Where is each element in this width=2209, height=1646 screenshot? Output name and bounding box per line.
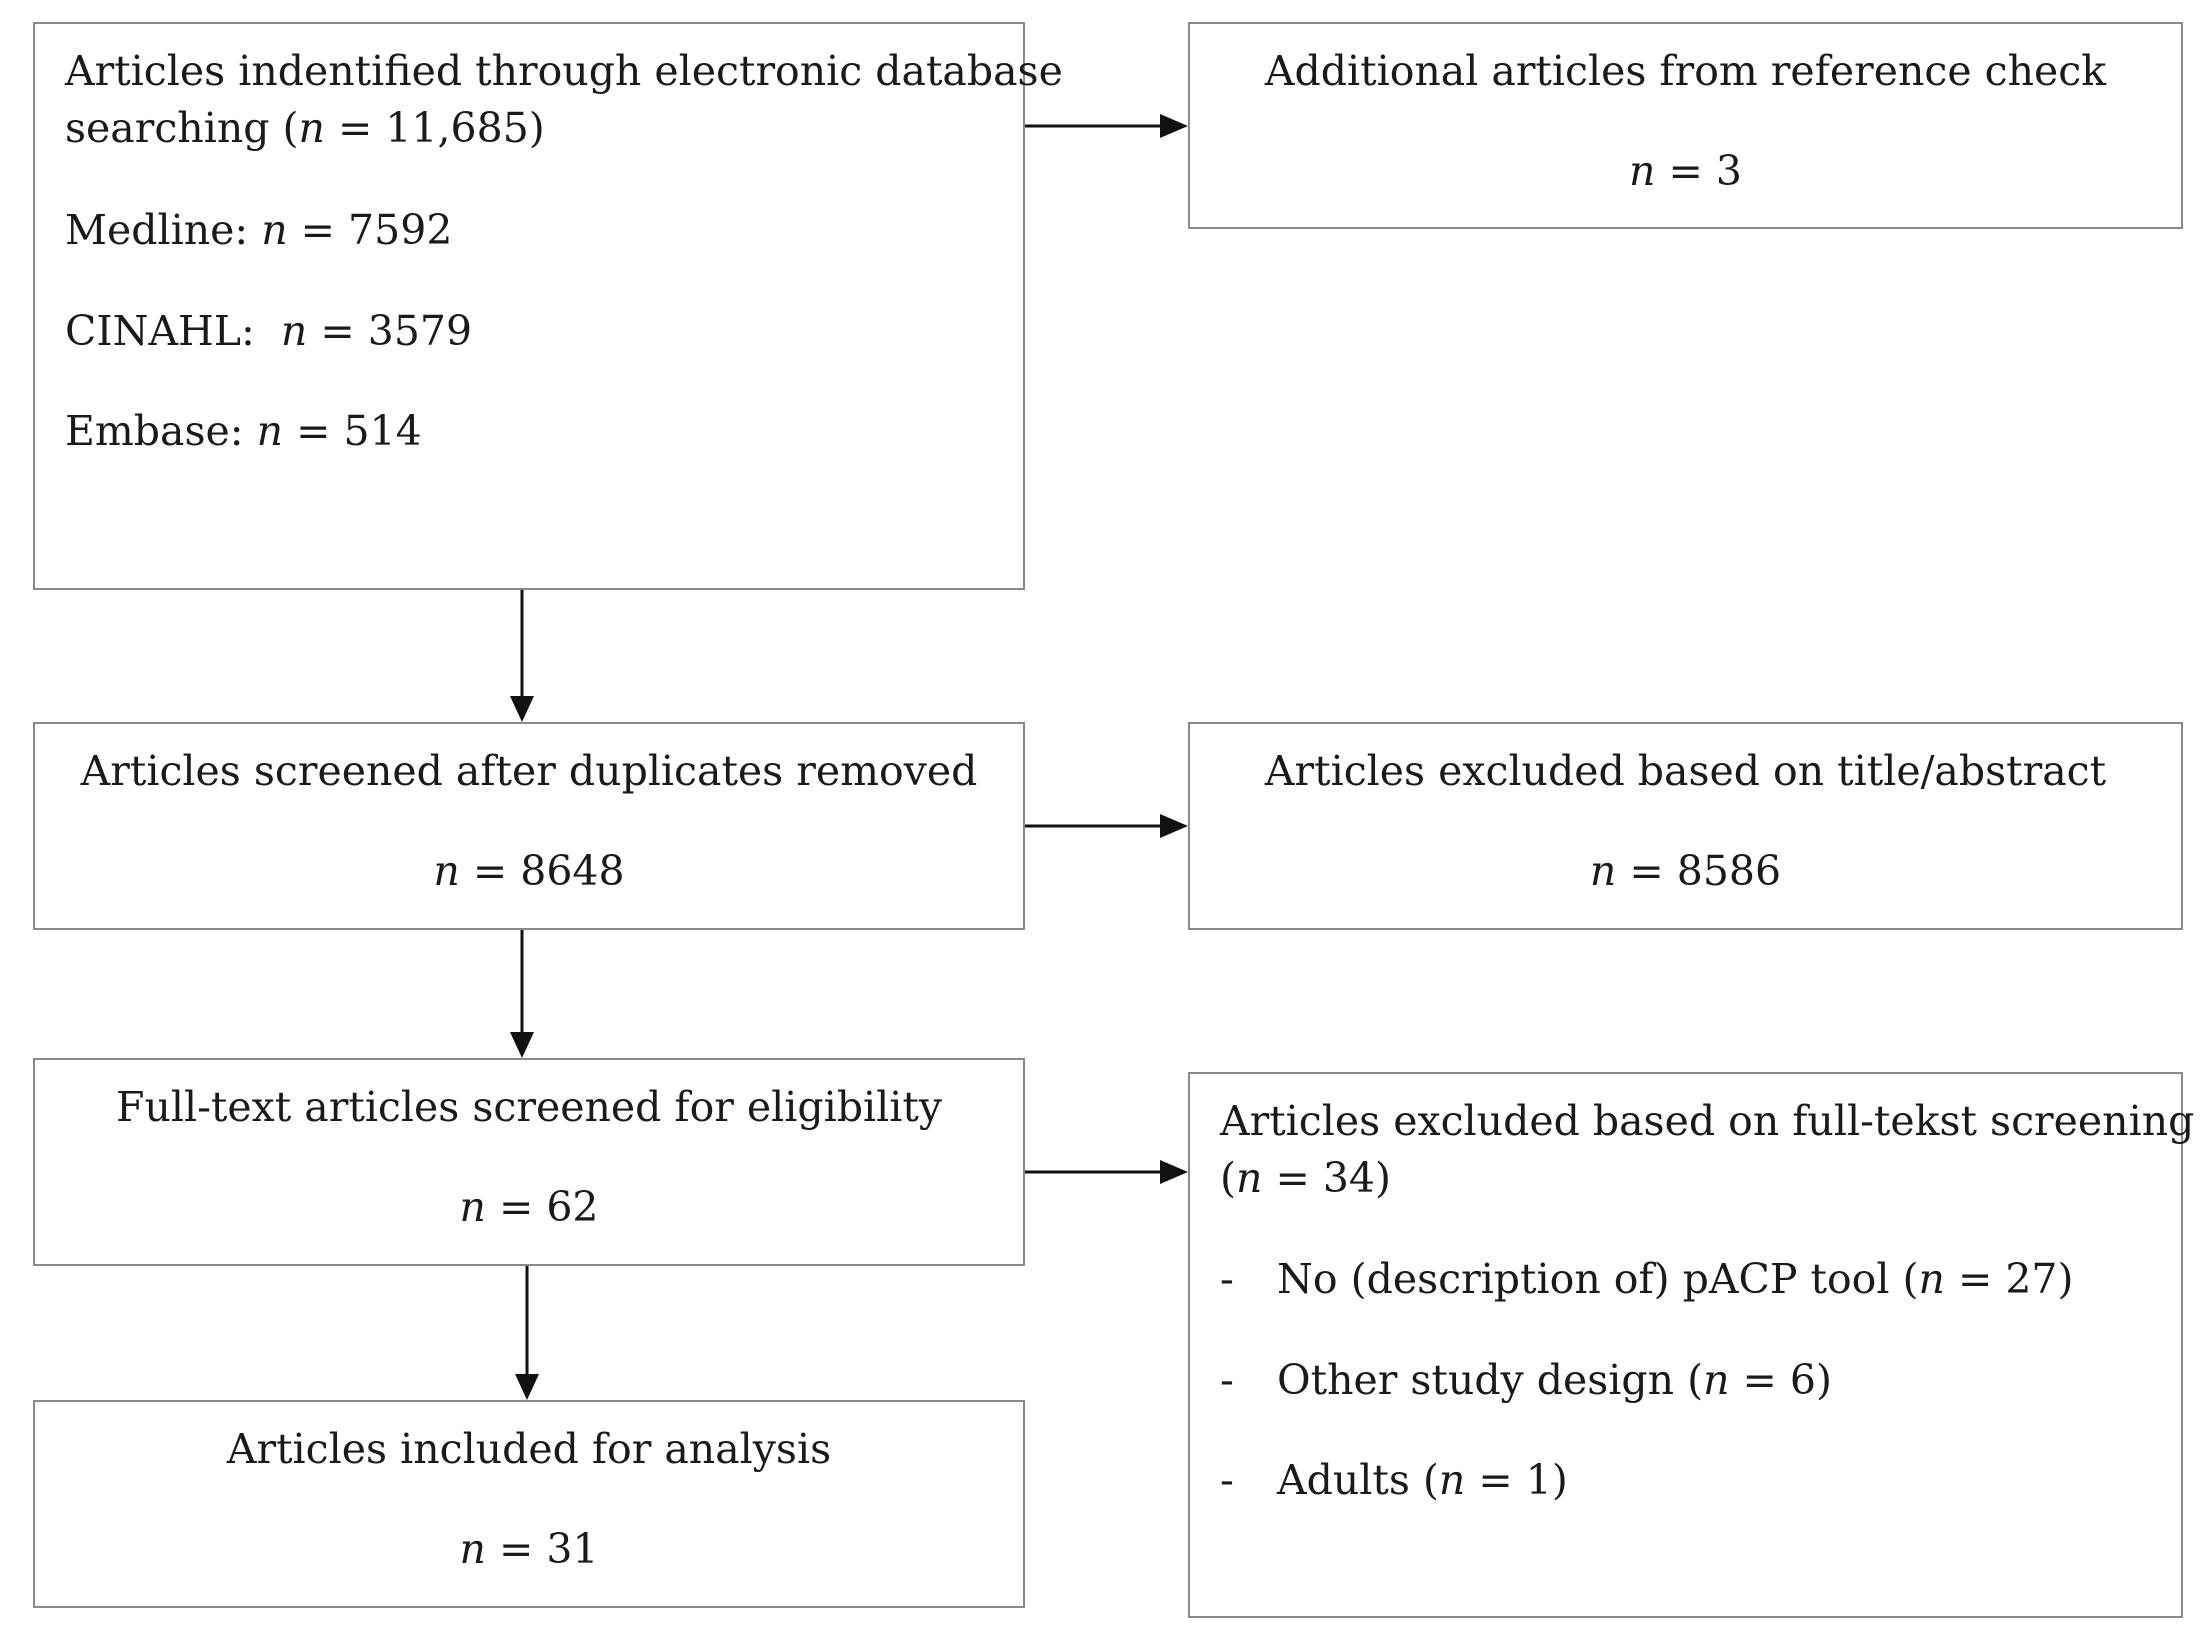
arrowhead	[1160, 1160, 1188, 1184]
source-embase: Embase: n = 514	[65, 407, 422, 455]
reason-bullet: -	[1220, 1456, 1234, 1504]
included-title: Articles included for analysis	[226, 1425, 832, 1473]
identification-title-line2: searching (n = 11,685)	[65, 104, 545, 152]
excluded-title-count: n = 8586	[1589, 847, 1782, 895]
excluded-title-box: Articles excluded based on title/abstrac…	[1188, 722, 2183, 930]
fulltext-count: n = 62	[459, 1183, 599, 1231]
source-cinahl: CINAHL: n = 3579	[65, 307, 473, 355]
excluded-fulltext-box: Articles excluded based on full-tekst sc…	[1188, 1072, 2194, 1618]
reason-item: No (description of) pACP tool (n = 27)	[1277, 1255, 2074, 1303]
screened-title: Articles screened after duplicates remov…	[80, 747, 978, 795]
arrowhead	[1160, 814, 1188, 838]
identification-box: Articles indentified through electronic …	[33, 22, 1063, 590]
excluded-fulltext-title-line1: Articles excluded based on full-tekst sc…	[1220, 1097, 2195, 1145]
excluded-fulltext-title-line2: (n = 34)	[1220, 1154, 1391, 1202]
reason-bullet: -	[1220, 1356, 1234, 1404]
additional-count: n = 3	[1629, 147, 1742, 195]
source-medline: Medline: n = 7592	[65, 206, 453, 254]
fulltext-title: Full-text articles screened for eligibil…	[116, 1083, 942, 1131]
arrowhead	[510, 696, 534, 722]
excluded-title-title: Articles excluded based on title/abstrac…	[1264, 747, 2107, 795]
reason-item: Adults (n = 1)	[1277, 1456, 1568, 1504]
arrowhead	[515, 1374, 539, 1400]
reason-item: Other study design (n = 6)	[1277, 1356, 1833, 1404]
fulltext-box: Full-text articles screened for eligibil…	[33, 1058, 1025, 1266]
reason-bullet: -	[1220, 1255, 1234, 1303]
additional-title: Additional articles from reference check	[1264, 47, 2107, 95]
included-count: n = 31	[459, 1525, 599, 1573]
identification-title-line1: Articles indentified through electronic …	[65, 47, 1063, 95]
additional-box: Additional articles from reference check…	[1188, 22, 2183, 229]
included-box: Articles included for analysis n = 31	[33, 1400, 1025, 1608]
arrowhead	[1160, 114, 1188, 138]
screened-count: n = 8648	[433, 847, 625, 895]
arrowhead	[510, 1032, 534, 1058]
screened-box: Articles screened after duplicates remov…	[33, 722, 1025, 930]
